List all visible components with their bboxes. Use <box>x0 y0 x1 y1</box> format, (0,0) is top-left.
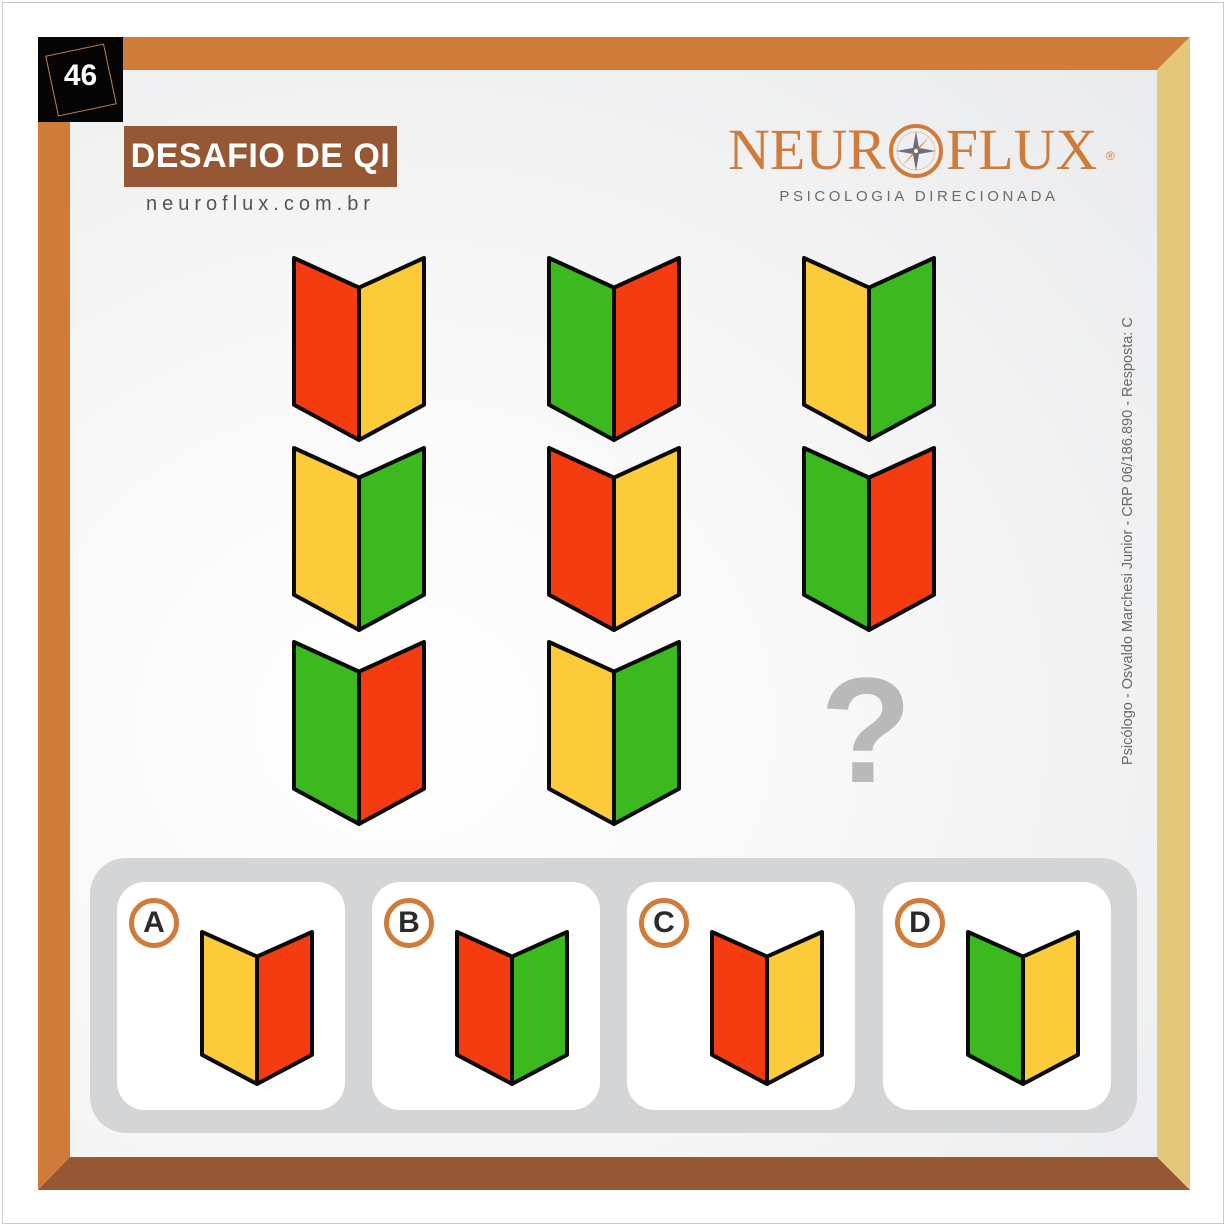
right-panel <box>612 446 681 632</box>
option-letter-badge: B <box>384 898 434 948</box>
left-panel <box>966 930 1025 1086</box>
left-panel <box>547 640 616 826</box>
right-panel <box>867 256 936 442</box>
option-shape <box>455 930 571 1086</box>
grid-cell-r1-c2 <box>547 256 681 442</box>
compass-icon <box>887 121 945 179</box>
option-shape <box>710 930 826 1086</box>
right-panel <box>357 256 426 442</box>
left-panel <box>710 930 769 1086</box>
credit-text: Psicólogo - Osvaldo Marchesi Junior - CR… <box>1120 317 1136 765</box>
option-shape <box>966 930 1082 1086</box>
grid-cell-r1-c3 <box>802 256 936 442</box>
left-panel <box>802 446 871 632</box>
page-title: DESAFIO DE QI <box>124 126 397 187</box>
left-panel <box>547 446 616 632</box>
right-panel <box>612 640 681 826</box>
right-panel <box>1021 930 1080 1086</box>
option-a-card[interactable]: A <box>117 882 345 1110</box>
brand-name-right: FLUX <box>945 117 1098 182</box>
option-c-card[interactable]: C <box>627 882 855 1110</box>
grid-cell-r2-c3 <box>802 446 936 632</box>
option-b-card[interactable]: B <box>372 882 600 1110</box>
grid-cell-r3-c2 <box>547 640 681 826</box>
option-shape <box>200 930 316 1086</box>
brand-tagline: PSICOLOGIA DIRECIONADA <box>779 188 1059 205</box>
right-panel <box>612 256 681 442</box>
right-panel <box>255 930 314 1086</box>
puzzle-number-badge: 46 <box>38 37 123 122</box>
registered-mark: ® <box>1106 149 1115 163</box>
left-panel <box>292 640 361 826</box>
frame-right <box>1157 37 1190 1190</box>
left-panel <box>292 256 361 442</box>
frame-left <box>38 37 70 1190</box>
brand-name-left: NEUR <box>728 117 886 182</box>
left-panel <box>802 256 871 442</box>
right-panel <box>357 640 426 826</box>
right-panel <box>357 446 426 632</box>
frame-bottom <box>38 1157 1190 1190</box>
puzzle-number: 46 <box>63 59 98 92</box>
right-panel <box>765 930 824 1086</box>
left-panel <box>292 446 361 632</box>
website-link[interactable]: neuroflux.com.br <box>146 193 375 215</box>
grid-cell-r2-c2 <box>547 446 681 632</box>
option-letter-badge: A <box>129 898 179 948</box>
option-letter-badge: D <box>895 898 945 948</box>
grid-cell-r1-c1 <box>292 256 426 442</box>
left-panel <box>547 256 616 442</box>
missing-piece-question-mark: ? <box>820 646 912 814</box>
grid-cell-r3-c1 <box>292 640 426 826</box>
brand-logo: NEUR FLUX ® <box>728 120 1118 180</box>
right-panel <box>867 446 936 632</box>
right-panel <box>510 930 569 1086</box>
grid-cell-r2-c1 <box>292 446 426 632</box>
option-letter-badge: C <box>639 898 689 948</box>
left-panel <box>455 930 514 1086</box>
frame <box>38 37 1190 1190</box>
left-panel <box>200 930 259 1086</box>
frame-top <box>38 37 1190 70</box>
option-d-card[interactable]: D <box>883 882 1111 1110</box>
